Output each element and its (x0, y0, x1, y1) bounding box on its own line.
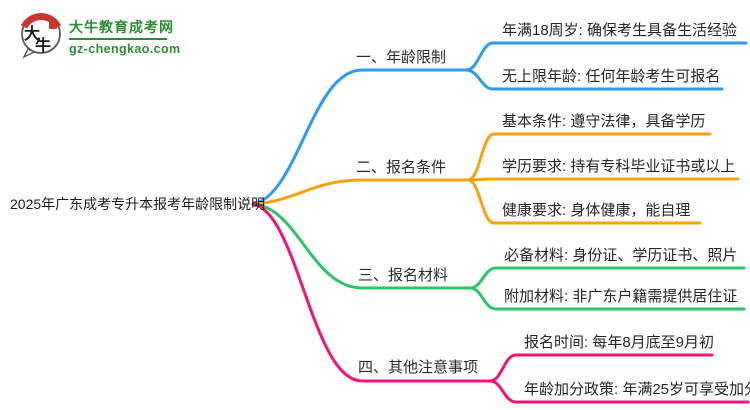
branch4-leaf1-line (488, 353, 714, 383)
branch4-leaf1-label: 报名时间: 每年8月底至9月初 (524, 334, 715, 351)
branch2-leaf1-label: 基本条件: 遵守法律，具备学历 (502, 113, 706, 130)
branch1-leaf1-line (464, 41, 748, 72)
branch3-trunk-line (251, 202, 472, 290)
branch4-label: 四、其他注意事项 (358, 359, 479, 376)
branch4-trunk-line (251, 202, 492, 383)
svg-text:牛: 牛 (35, 36, 51, 55)
branch3-leaf1-label: 必备材料: 身份证、学历证书、照片 (504, 247, 738, 264)
branch3-label: 三、报名材料 (358, 267, 449, 284)
branch3-leaf2-line (468, 286, 746, 311)
branch1-leaf2-label: 无上限年龄: 任何年龄考生可报名 (502, 68, 721, 85)
branch3-leaf2-label: 附加材料: 非广东户籍需提供居住证 (504, 288, 738, 305)
site-logo: 大 牛 大牛教育成考网 gz-chengkao.com (18, 11, 181, 59)
branch2-trunk-line (251, 178, 470, 206)
logo-domain: gz-chengkao.com (69, 42, 181, 56)
branch1-label: 一、年龄限制 (356, 49, 447, 66)
branch2-leaf3-line (466, 178, 702, 225)
branch2-leaf2-line (466, 177, 740, 182)
branch1-trunk-line (251, 68, 468, 206)
svg-text:大: 大 (24, 24, 40, 43)
branch4-leaf2-line (488, 379, 750, 404)
branch1-leaf1-label: 年满18周岁: 确保考生具备生活经验 (502, 22, 738, 39)
logo-site-name: 大牛教育成考网 (69, 19, 174, 35)
branch3-leaf1-line (468, 266, 746, 290)
branch2-leaf2-label: 学历要求: 持有专科毕业证书或以上 (502, 158, 736, 175)
root-node-label: 2025年广东成考专升本报考年龄限制说明 (10, 196, 266, 212)
branch4-leaf2-label: 年龄加分政策: 年满25岁可享受加分 (524, 381, 750, 398)
branch2-label: 二、报名条件 (356, 159, 447, 176)
branch2-leaf3-label: 健康要求: 身体健康，能自理 (502, 202, 691, 219)
branch1-leaf2-line (464, 68, 724, 91)
logo-bull-icon: 大 牛 (20, 13, 62, 59)
logo-divider (69, 38, 167, 40)
branch2-leaf1-line (466, 132, 712, 182)
